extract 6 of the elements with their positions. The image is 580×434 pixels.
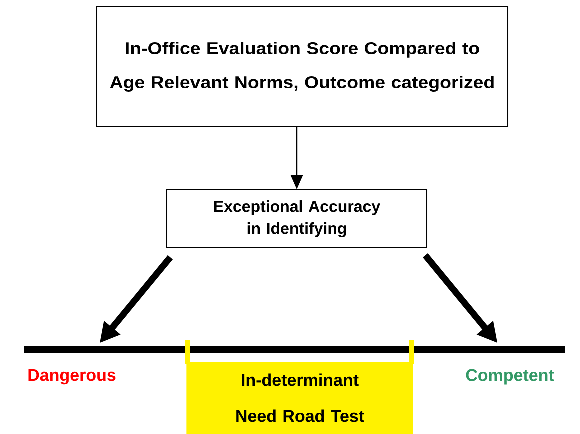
process-box: In-Office Evaluation Score Compared to Age Relevant Norms, Outcome categorized	[96, 6, 508, 128]
scale-bar	[24, 346, 565, 354]
outcome-label: Competent	[466, 369, 554, 385]
process-box: Exceptional Accuracy in Identifying	[166, 190, 428, 248]
highlight-box: In-determinant Need Road Test	[185, 340, 414, 434]
outcome-label: Dangerous	[28, 369, 116, 385]
